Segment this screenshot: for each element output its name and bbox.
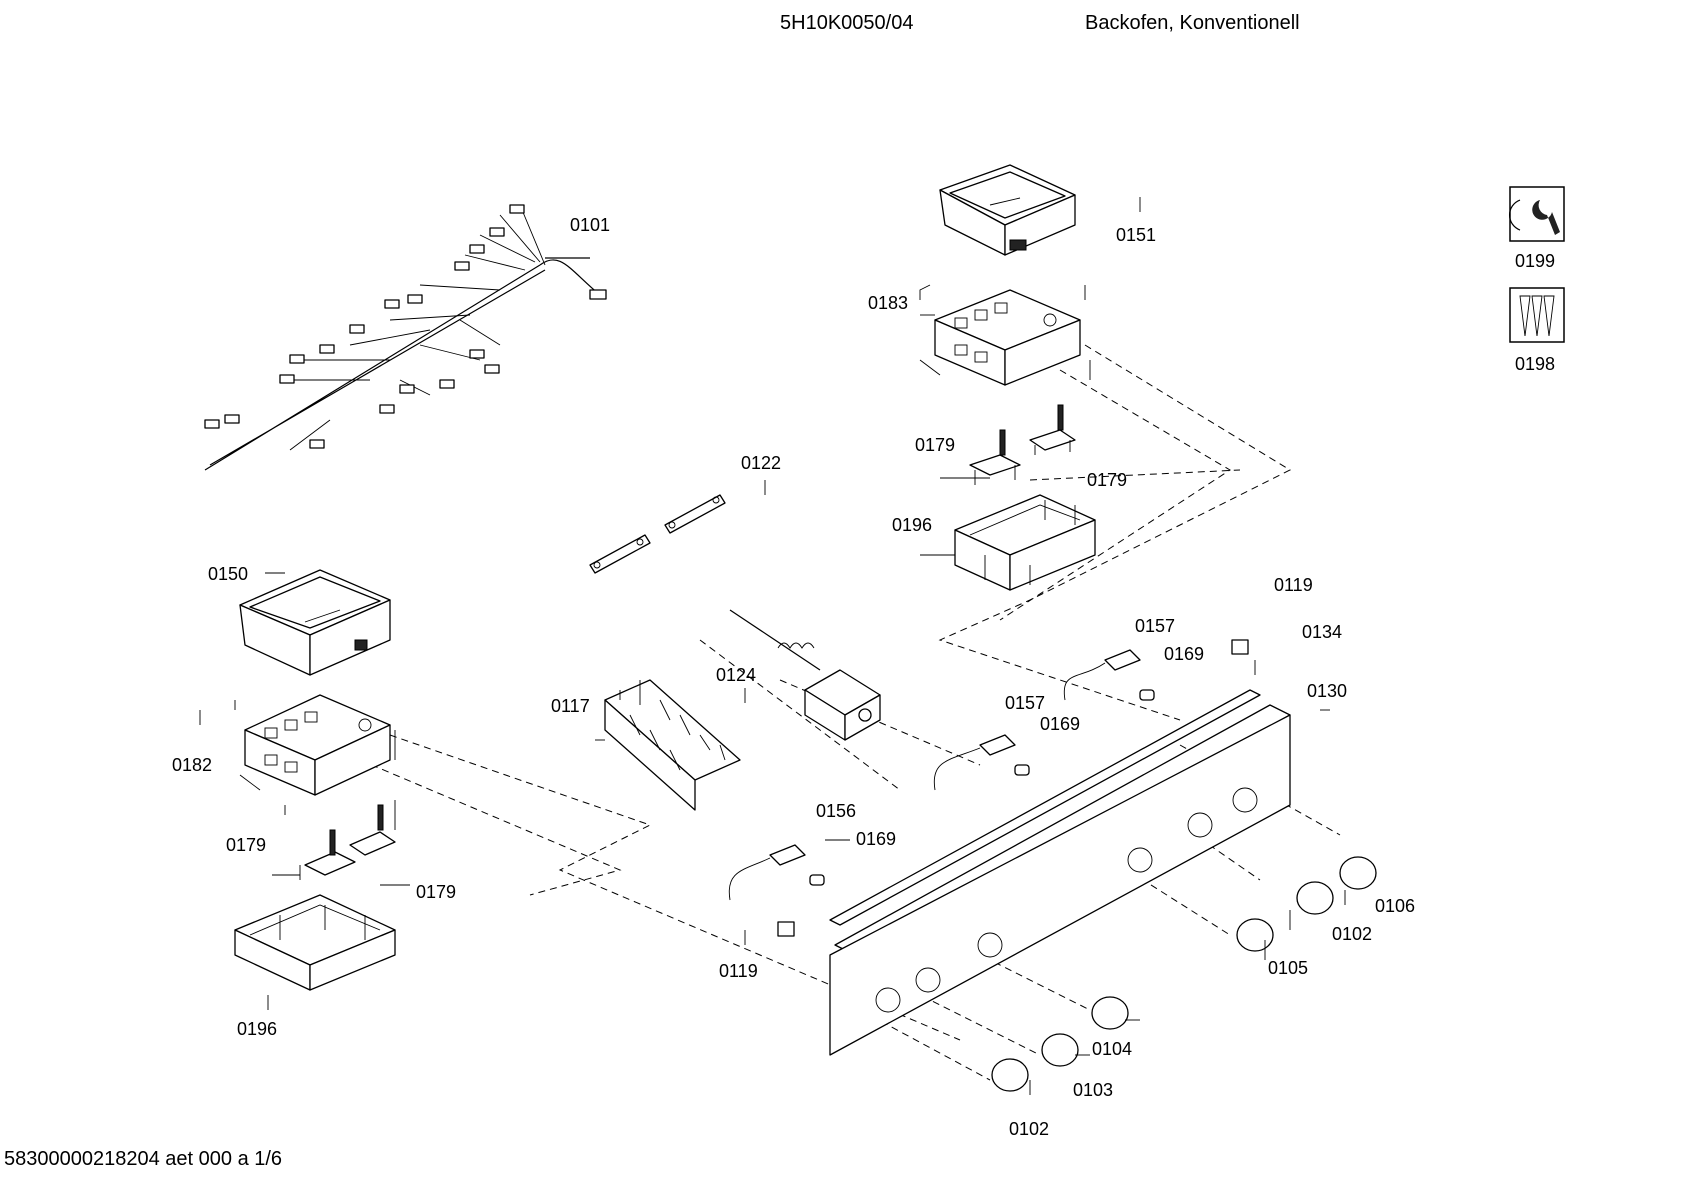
label-0124: 0124 bbox=[716, 665, 756, 685]
control-knobs bbox=[991, 856, 1377, 1092]
label-0150: 0150 bbox=[208, 564, 248, 584]
model-description: Backofen, Konventionell bbox=[1085, 12, 1300, 34]
label-0105: 0105 bbox=[1268, 958, 1308, 978]
label-0157-b: 0157 bbox=[1005, 693, 1045, 713]
switches-0179-upper bbox=[969, 404, 1076, 485]
thermostat-0124 bbox=[729, 609, 881, 741]
label-0198: 0198 bbox=[1515, 354, 1555, 374]
label-0106: 0106 bbox=[1375, 896, 1415, 916]
part-labels: 0101 0151 0183 0179 0179 0196 0122 0199 … bbox=[172, 215, 1555, 1139]
label-0179-c: 0179 bbox=[226, 835, 266, 855]
switches-0179-lower bbox=[299, 800, 396, 880]
label-0103: 0103 bbox=[1073, 1080, 1113, 1100]
bracket-0196-lower bbox=[234, 894, 396, 991]
label-0182: 0182 bbox=[172, 755, 212, 775]
label-0157-a: 0157 bbox=[1135, 616, 1175, 636]
label-0130: 0130 bbox=[1307, 681, 1347, 701]
terminal-block-0182 bbox=[234, 694, 396, 815]
label-0196-a: 0196 bbox=[892, 515, 932, 535]
label-0169-a: 0169 bbox=[1164, 644, 1204, 664]
label-0122: 0122 bbox=[741, 453, 781, 473]
leader-lines bbox=[199, 197, 1346, 1095]
label-0119-b: 0119 bbox=[719, 961, 758, 981]
label-0134: 0134 bbox=[1302, 622, 1342, 642]
socket-block-0117 bbox=[604, 679, 741, 811]
label-0117: 0117 bbox=[551, 696, 590, 716]
label-0104: 0104 bbox=[1092, 1039, 1132, 1059]
label-0183: 0183 bbox=[868, 293, 908, 313]
label-0179-d: 0179 bbox=[416, 882, 456, 902]
terminal-block-0183 bbox=[919, 284, 1091, 386]
label-0119-a: 0119 bbox=[1274, 575, 1313, 595]
label-0179-a: 0179 bbox=[915, 435, 955, 455]
bracket-0196-upper bbox=[954, 494, 1096, 591]
label-0169-c: 0169 bbox=[856, 829, 896, 849]
label-0169-b: 0169 bbox=[1040, 714, 1080, 734]
screws-icon bbox=[1509, 287, 1565, 343]
control-panel-0130 bbox=[829, 689, 1291, 1056]
link-bar bbox=[589, 494, 726, 574]
label-0179-b: 0179 bbox=[1087, 470, 1127, 490]
label-0101: 0101 bbox=[570, 215, 610, 235]
label-0102-a: 0102 bbox=[1332, 924, 1372, 944]
micro-switches bbox=[728, 639, 1249, 937]
document-id: 58300000218204 aet 000 a 1/6 bbox=[4, 1148, 283, 1170]
label-0102-b: 0102 bbox=[1009, 1119, 1049, 1139]
wrench-icon bbox=[1508, 186, 1565, 242]
wiring-harness bbox=[204, 204, 607, 471]
model-number: 5H10K0050/04 bbox=[780, 12, 914, 34]
label-0151: 0151 bbox=[1116, 225, 1156, 245]
label-0196-b: 0196 bbox=[237, 1019, 277, 1039]
housing-0151 bbox=[939, 164, 1076, 256]
label-0156: 0156 bbox=[816, 801, 856, 821]
label-0199: 0199 bbox=[1515, 251, 1555, 271]
housing-0150 bbox=[239, 569, 391, 676]
